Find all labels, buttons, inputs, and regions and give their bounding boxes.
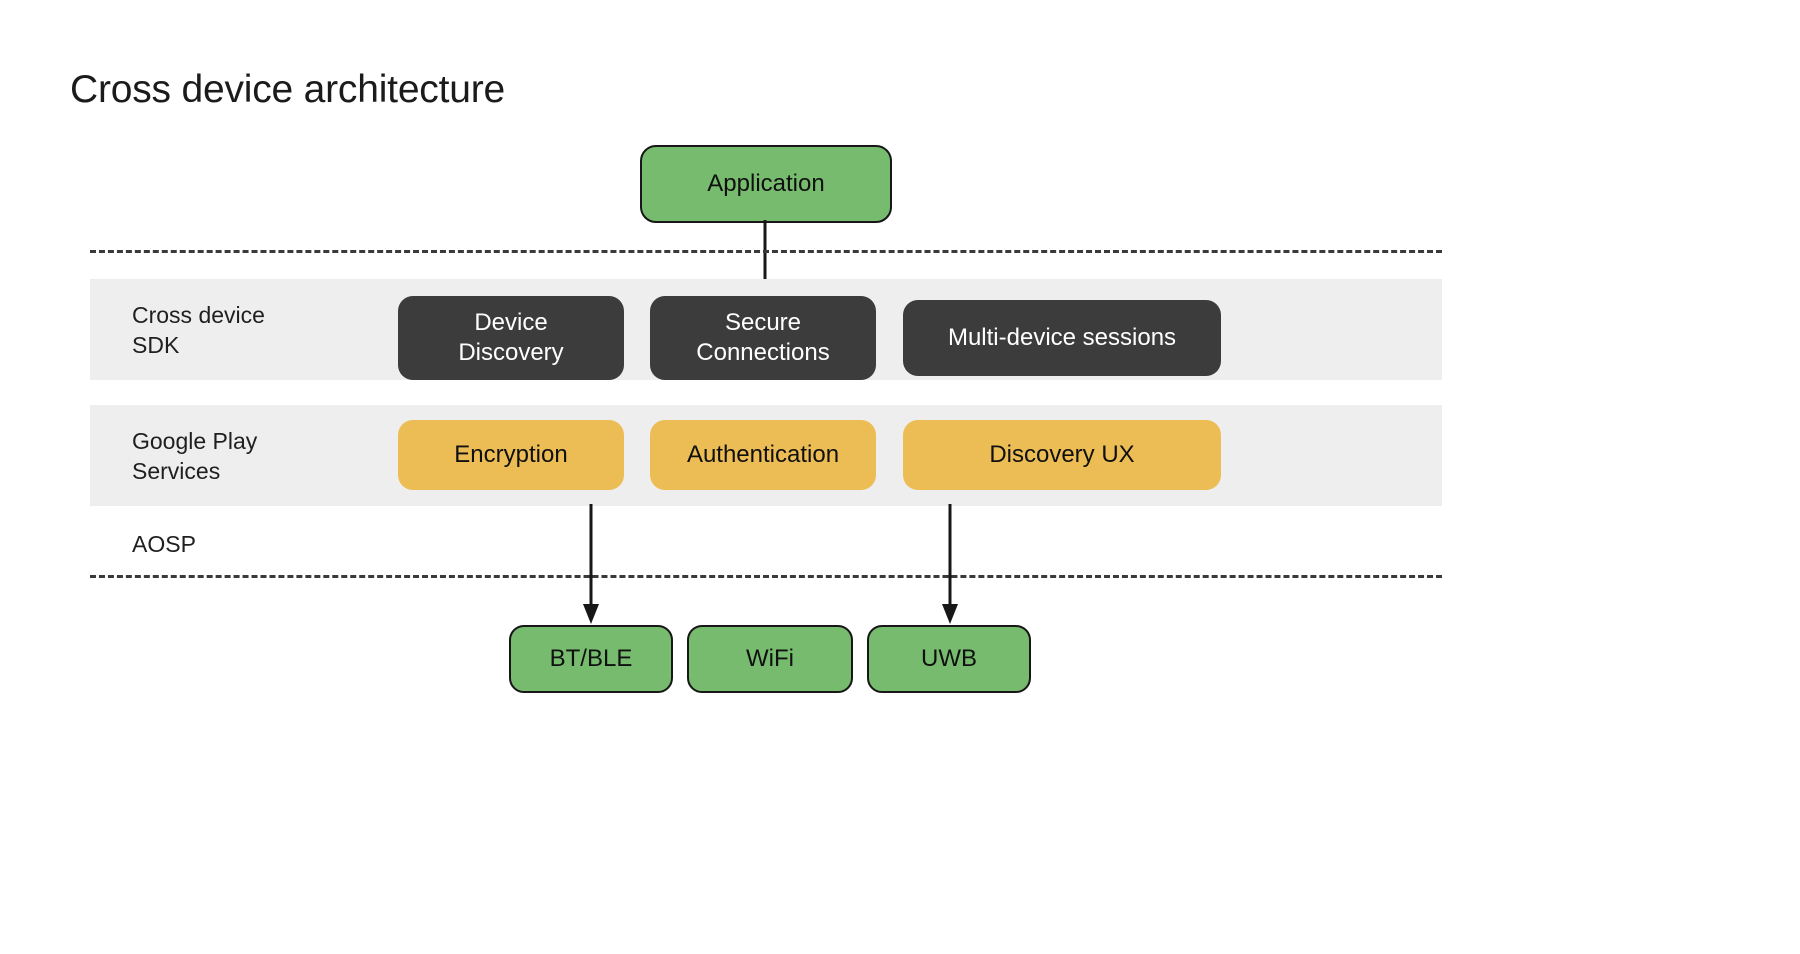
arrow-encryption-to-bt-ble bbox=[583, 504, 599, 624]
node-secure-connections[interactable]: Secure Connections bbox=[650, 296, 876, 380]
node-bt-ble[interactable]: BT/BLE bbox=[509, 625, 673, 693]
layer-label-google-play-services: Google Play Services bbox=[132, 427, 258, 484]
boundary-line-top bbox=[90, 250, 1442, 253]
node-multi-device-sessions[interactable]: Multi-device sessions bbox=[903, 300, 1221, 376]
node-application[interactable]: Application bbox=[640, 145, 892, 223]
boundary-line-bottom bbox=[90, 575, 1442, 578]
node-encryption[interactable]: Encryption bbox=[398, 420, 624, 490]
arrow-discovery-ux-to-uwb bbox=[942, 504, 958, 624]
node-uwb[interactable]: UWB bbox=[867, 625, 1031, 693]
node-device-discovery[interactable]: Device Discovery bbox=[398, 296, 624, 380]
node-authentication[interactable]: Authentication bbox=[650, 420, 876, 490]
node-discovery-ux[interactable]: Discovery UX bbox=[903, 420, 1221, 490]
layer-label-aosp: AOSP bbox=[132, 531, 196, 557]
node-wifi[interactable]: WiFi bbox=[687, 625, 853, 693]
layer-label-cross-device-sdk: Cross device SDK bbox=[132, 301, 265, 358]
page-title: Cross device architecture bbox=[70, 68, 506, 111]
